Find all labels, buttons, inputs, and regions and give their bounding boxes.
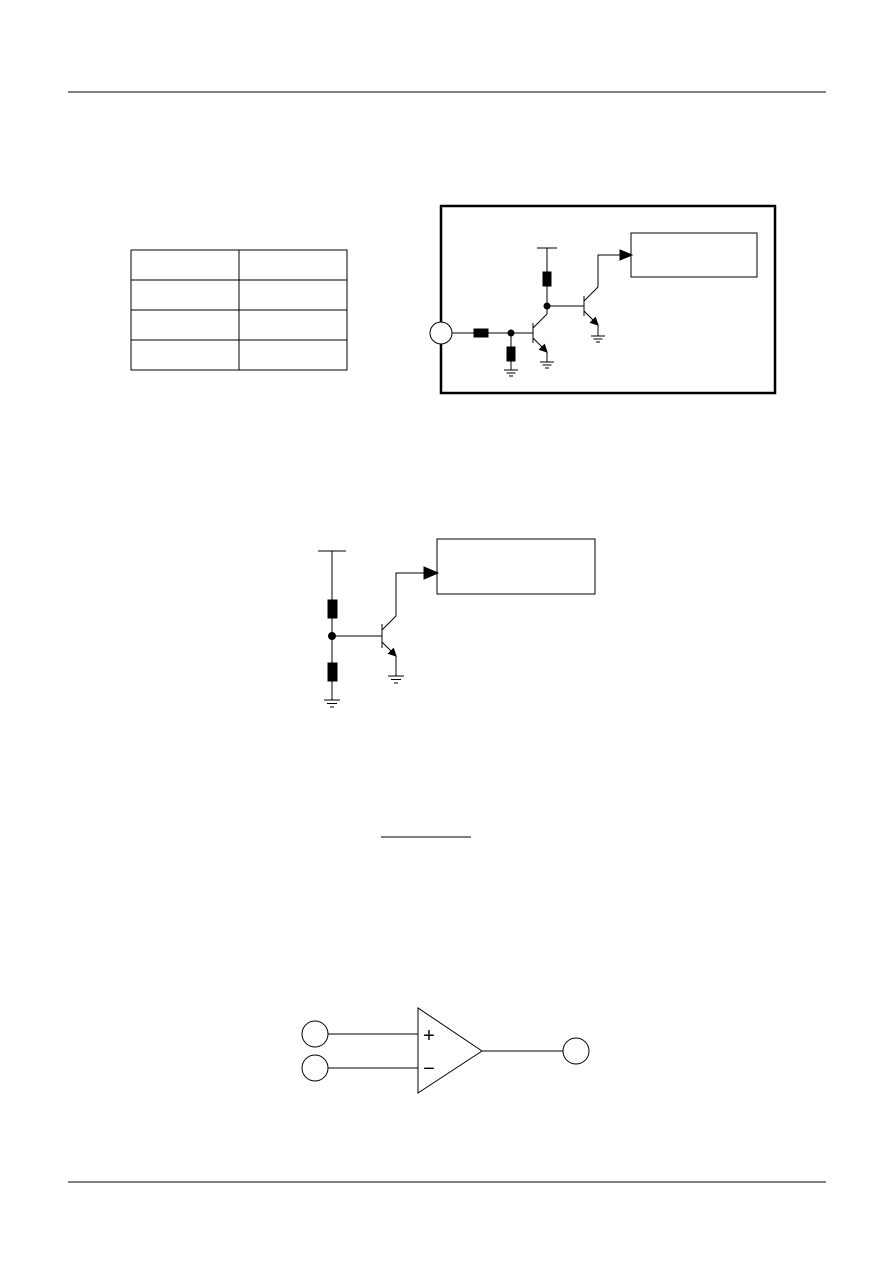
arrow-icon	[619, 249, 634, 261]
output-block	[630, 232, 758, 278]
output-terminal	[562, 1037, 590, 1065]
upper-resistor	[327, 599, 338, 619]
input-terminal	[429, 321, 453, 345]
shunt-resistor	[506, 346, 516, 362]
series-resistor	[473, 328, 489, 338]
lower-resistor	[327, 662, 338, 682]
blank-table	[130, 249, 348, 371]
npn-transistor-icon	[381, 615, 397, 657]
non-inverting-input-terminal	[301, 1020, 329, 1048]
figure-3-op-amp-circuit: + −	[301, 1007, 590, 1094]
op-amp-triangle	[417, 1007, 483, 1094]
figure-1-frame	[439, 204, 777, 395]
npn-transistor-icon	[532, 313, 548, 353]
figure-2-circuit	[318, 538, 596, 708]
minus-sign: −	[423, 1058, 435, 1080]
ground-icon	[388, 675, 404, 684]
pull-up-resistor	[542, 271, 552, 287]
npn-transistor-icon	[583, 286, 599, 326]
plus-sign: +	[423, 1025, 435, 1047]
output-block	[436, 538, 596, 595]
ground-icon	[324, 699, 340, 708]
ground-icon	[504, 369, 518, 377]
ground-icon	[540, 361, 554, 369]
figure-1-circuit	[429, 204, 777, 395]
ground-icon	[591, 335, 605, 343]
inverting-input-terminal	[301, 1054, 329, 1082]
arrow-icon	[423, 566, 440, 580]
